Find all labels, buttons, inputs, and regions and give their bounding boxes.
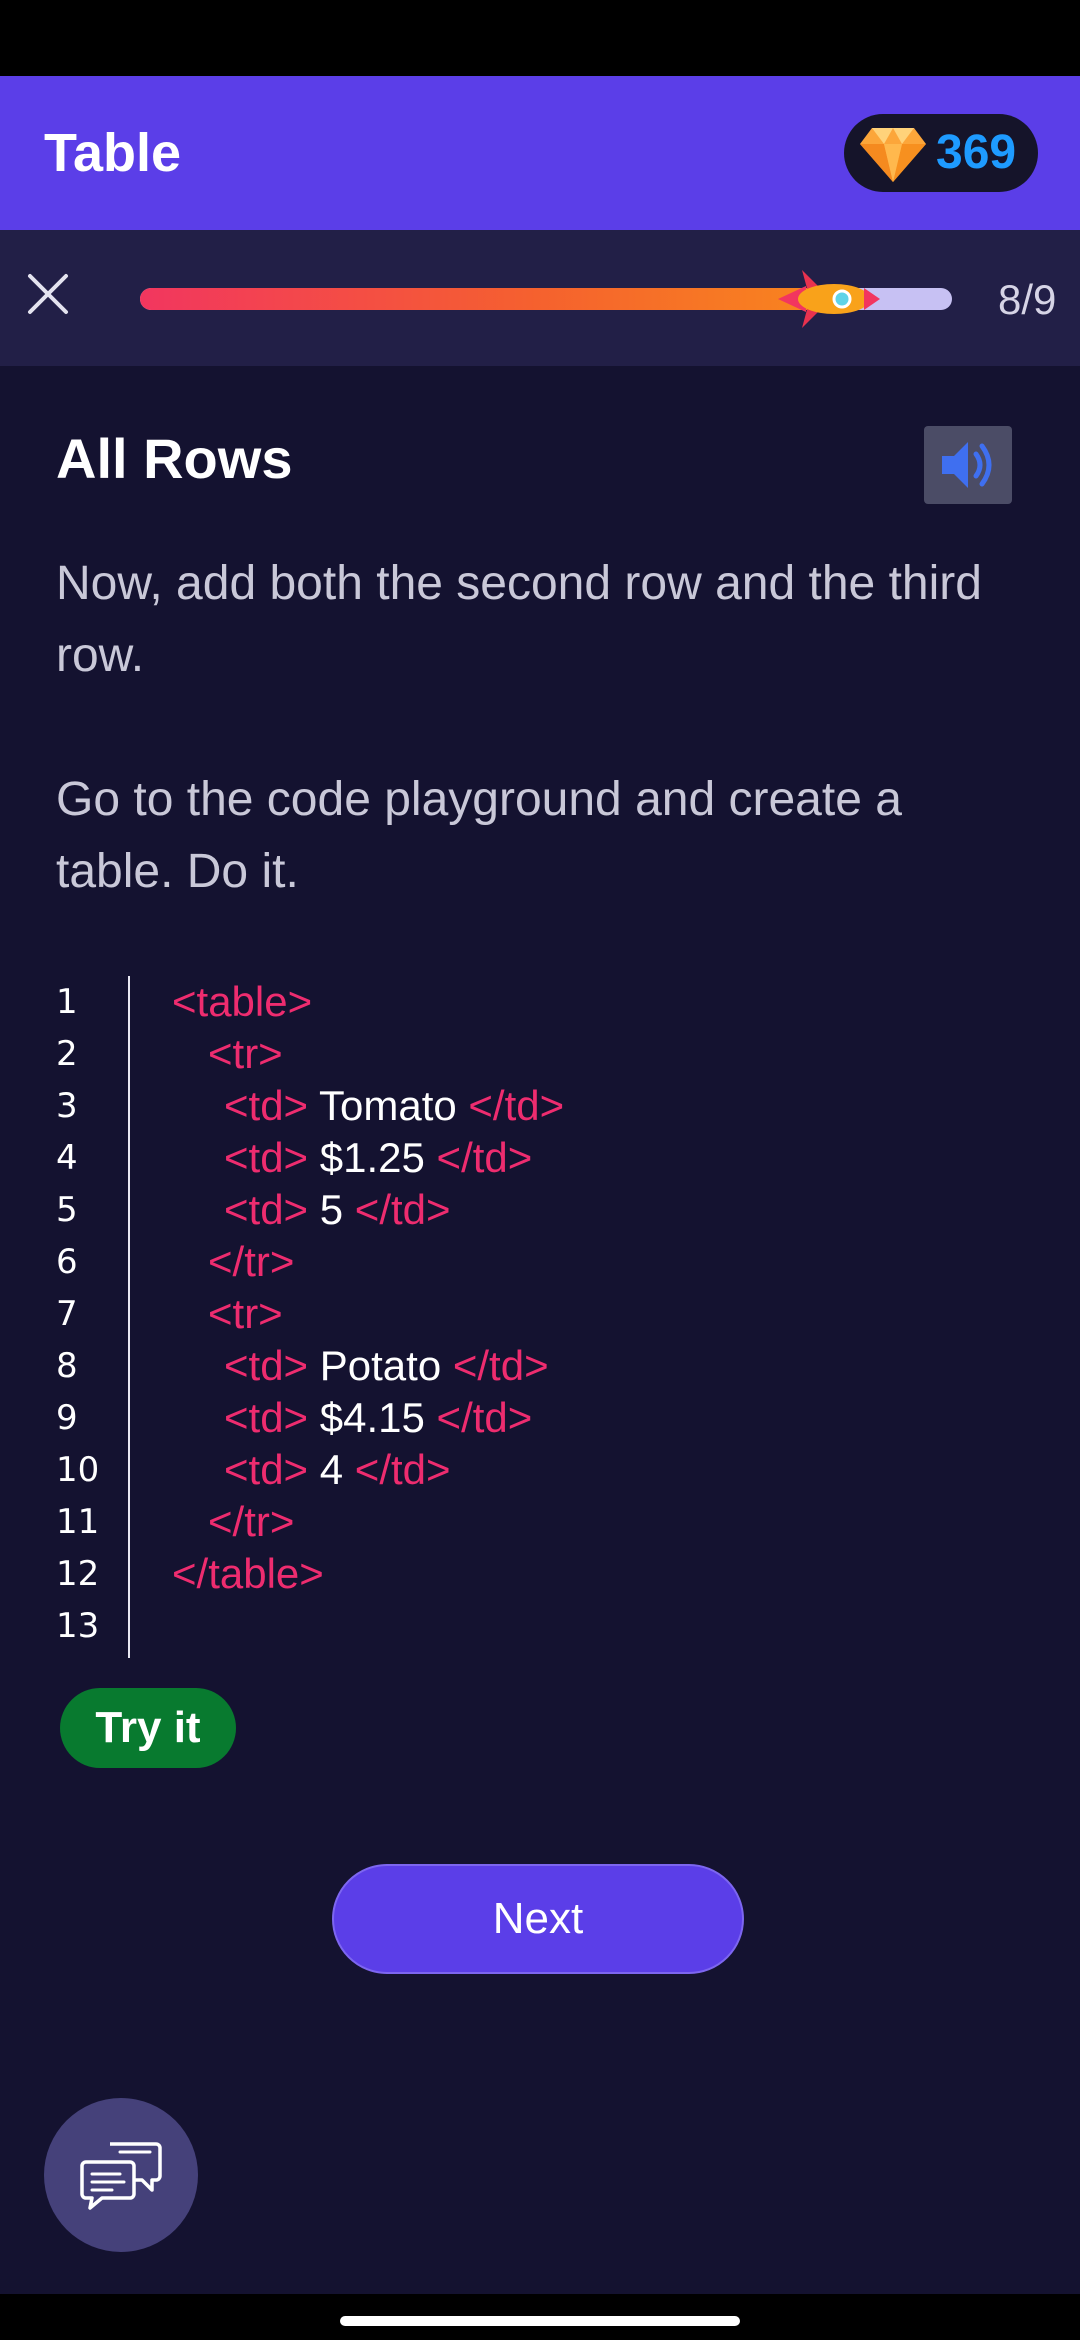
progress-fill [140, 288, 862, 310]
code-text: </table> [172, 1548, 324, 1600]
code-block: 1<table>2<tr>3<td> Tomato </td>4<td> $1.… [56, 976, 1016, 1658]
code-line: 2 <tr> [56, 1028, 1016, 1080]
line-number: 10 [56, 1450, 100, 1490]
chat-bubbles-icon [80, 2142, 162, 2210]
code-text: <tr> [208, 1028, 283, 1080]
sound-button[interactable] [924, 426, 1012, 504]
code-tag: </table> [172, 1550, 324, 1597]
close-button[interactable] [18, 264, 78, 324]
code-tag: <td> [224, 1394, 309, 1441]
code-value: 4 [308, 1446, 355, 1493]
code-text: <table> [172, 976, 312, 1028]
code-tag: <td> [224, 1446, 309, 1493]
line-number: 12 [56, 1554, 100, 1594]
code-value: $4.15 [308, 1394, 437, 1441]
progress-track [140, 288, 952, 310]
code-tag: <td> [224, 1186, 309, 1233]
speaker-icon [942, 442, 992, 488]
instruction-text: Go to the code playground and create a t… [56, 773, 902, 898]
line-number: 13 [56, 1606, 100, 1646]
next-button[interactable]: Next [332, 1864, 744, 1974]
code-text: <td> 5 </td> [224, 1184, 451, 1236]
code-line: 6 </tr> [56, 1236, 1016, 1288]
try-it-button[interactable]: Try it [60, 1688, 236, 1768]
chat-button[interactable] [44, 2098, 198, 2252]
line-number: 3 [56, 1086, 78, 1126]
code-value: 5 [308, 1186, 355, 1233]
line-number: 5 [56, 1190, 78, 1230]
home-indicator[interactable] [340, 2316, 740, 2326]
code-line: 1 <table> [56, 976, 1016, 1028]
code-tag: <td> [224, 1342, 309, 1389]
code-value: $1.25 [308, 1134, 437, 1181]
code-tag: </td> [354, 1446, 451, 1493]
close-icon [28, 274, 68, 314]
code-tag: <table> [172, 978, 313, 1025]
progress-count: 8/9 [998, 276, 1057, 323]
code-text: <td> Potato </td> [224, 1340, 549, 1392]
lesson-title: All Rows [56, 427, 293, 490]
code-tag: </td> [436, 1134, 533, 1181]
code-line: 7 <tr> [56, 1288, 1016, 1340]
code-tag: <td> [224, 1134, 309, 1181]
code-line: 3 <td> Tomato </td> [56, 1080, 1016, 1132]
code-tag: </td> [354, 1186, 451, 1233]
code-tag: <tr> [208, 1290, 283, 1337]
code-text: <td> 4 </td> [224, 1444, 451, 1496]
page-title: Table [44, 123, 182, 183]
code-tag: <tr> [208, 1030, 283, 1077]
code-line: 8 <td> Potato </td> [56, 1340, 1016, 1392]
code-line: 5<td> 5 </td> [56, 1184, 1016, 1236]
status-bar [0, 0, 1080, 76]
lesson-progress-bar: 8/9 [0, 230, 1080, 366]
code-tag: </td> [452, 1342, 549, 1389]
code-tag: </td> [468, 1082, 565, 1129]
code-value: Tomato [308, 1082, 469, 1129]
code-line: 12 </table> [56, 1548, 1016, 1600]
line-number: 11 [56, 1502, 100, 1542]
code-text: <tr> [208, 1288, 283, 1340]
code-text: <td> Tomato </td> [224, 1080, 564, 1132]
gem-counter[interactable]: 369 [844, 114, 1038, 192]
code-tag: </tr> [208, 1498, 295, 1545]
app-header: Table 369 [0, 76, 1080, 230]
line-number: 6 [56, 1242, 78, 1282]
line-number: 2 [56, 1034, 78, 1074]
code-text: </tr> [208, 1236, 294, 1288]
line-number: 8 [56, 1346, 78, 1386]
code-text: </tr> [208, 1496, 294, 1548]
code-value: Potato [308, 1342, 453, 1389]
instruction-text: Now, add both the second row and the thi… [56, 557, 982, 682]
diamond-icon [860, 128, 926, 182]
gem-count: 369 [936, 126, 1017, 179]
code-tag: <td> [224, 1082, 309, 1129]
code-line: 11 </tr> [56, 1496, 1016, 1548]
code-tag: </tr> [208, 1238, 295, 1285]
line-number: 7 [56, 1294, 78, 1334]
code-tag: </td> [436, 1394, 533, 1441]
code-line: 4 <td> $1.25 </td> [56, 1132, 1016, 1184]
gutter-divider [128, 976, 130, 1658]
line-number: 1 [56, 982, 78, 1022]
line-number: 4 [56, 1138, 78, 1178]
code-text: <td> $1.25 </td> [224, 1132, 532, 1184]
rocket-icon [778, 270, 880, 328]
code-line: 9 <td> $4.15 </td> [56, 1392, 1016, 1444]
line-number: 9 [56, 1398, 78, 1438]
code-line: 13 [56, 1600, 1016, 1652]
code-line: 10 <td> 4 </td> [56, 1444, 1016, 1496]
code-text: <td> $4.15 </td> [224, 1392, 532, 1444]
